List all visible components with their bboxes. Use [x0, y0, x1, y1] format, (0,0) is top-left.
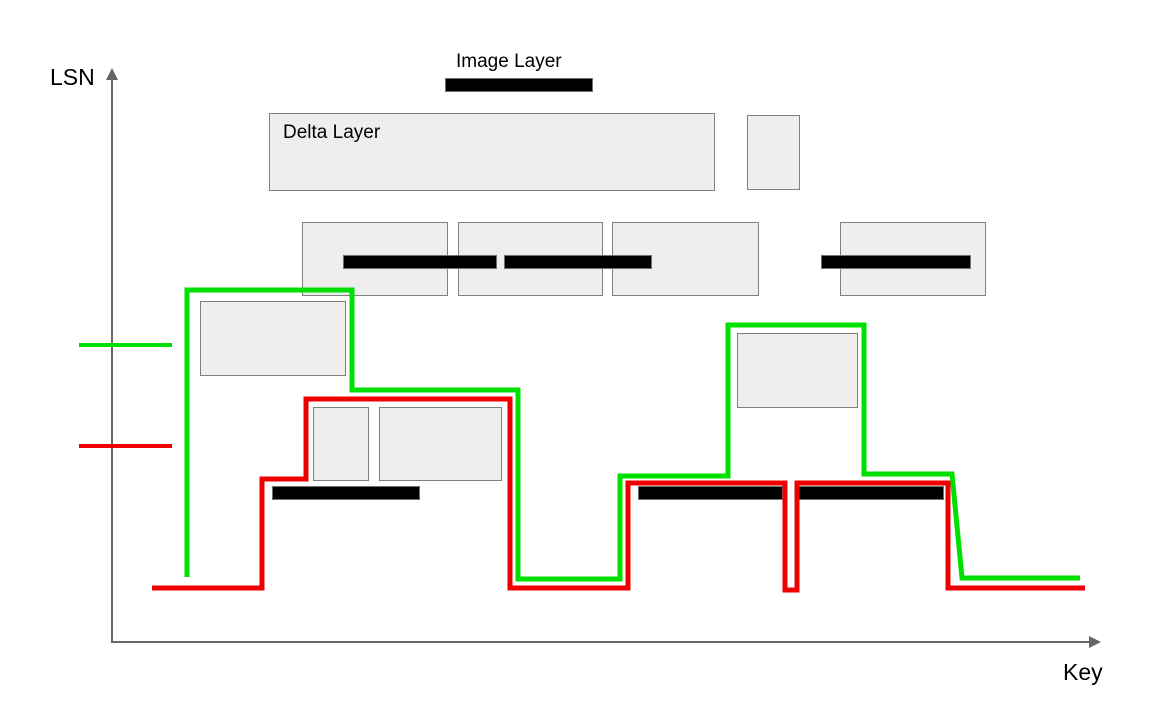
y-axis-line: [111, 78, 113, 643]
x-axis-label: Key: [1063, 659, 1103, 685]
delta-layer-box-right: [747, 115, 800, 190]
layer-box-left-branch: [200, 301, 346, 376]
layer-box-right-branch: [737, 333, 858, 408]
y-axis-arrow-icon: [106, 68, 118, 80]
delta-layer-box-main: [269, 113, 715, 191]
y-axis-label: LSN: [50, 64, 95, 90]
image-bar-mid: [272, 486, 420, 500]
x-axis-line: [111, 641, 1098, 643]
image-bar-right-b: [798, 486, 944, 500]
image-bar-row3-b: [504, 255, 652, 269]
layer-box-mid-small: [313, 407, 369, 481]
layer-box-mid-large: [379, 407, 502, 481]
x-axis-arrow-icon: [1089, 636, 1101, 648]
image-bar-row3-a: [343, 255, 497, 269]
image-bar-right-a: [638, 486, 783, 500]
red-lsn-tick: [79, 444, 172, 448]
image-bar-row3-d: [821, 255, 971, 269]
green-lsn-tick: [79, 343, 172, 347]
image-layer-bar: [445, 78, 593, 92]
image-layer-label: Image Layer: [456, 51, 562, 72]
delta-layer-label: Delta Layer: [283, 122, 381, 143]
